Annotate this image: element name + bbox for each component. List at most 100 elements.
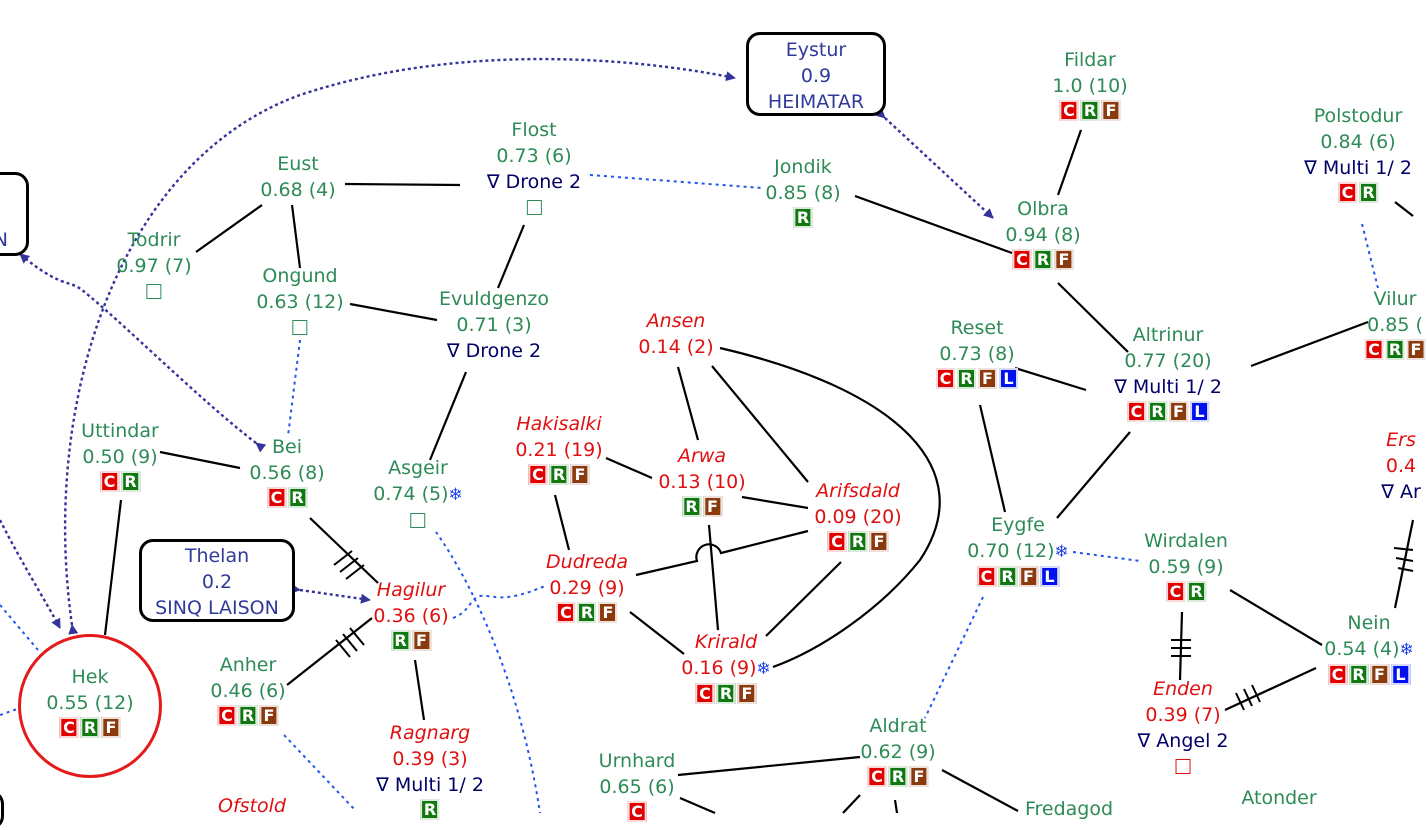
edge-altrinur-vilur <box>1250 320 1369 368</box>
edge-anher-hagilur <box>286 617 373 686</box>
system-stat: 0.16 (9)❄ <box>681 655 771 682</box>
node-ofstold[interactable]: Ofstold <box>218 793 286 819</box>
edge-bei-hagilur <box>309 517 379 584</box>
region-left-offscreen[interactable]: N <box>0 172 29 256</box>
badge-c: C <box>1059 100 1079 121</box>
edge-wirdalen-nein <box>1229 589 1323 646</box>
region-eystur[interactable]: Eystur 0.9 HEIMATAR <box>746 32 886 116</box>
badge-c: C <box>217 705 237 726</box>
system-stat: 0.56 (8) <box>249 460 324 486</box>
edge-hakisalki-arwa <box>605 456 653 480</box>
badge-r: R <box>716 683 736 704</box>
edges-layer <box>0 57 1415 815</box>
system-name: Aldrat <box>869 715 927 737</box>
square-marker-row <box>256 315 343 339</box>
system-security-value: 0.55 (12) <box>46 692 134 714</box>
system-security-value: 0.84 (6) <box>1320 131 1396 153</box>
system-name: Dudreda <box>546 551 628 573</box>
system-stat: 0.29 (9) <box>546 575 628 601</box>
badge-c: C <box>1166 581 1185 602</box>
node-atonder[interactable]: Atonder <box>1241 785 1316 811</box>
system-security-value: 0.85 ( <box>1367 314 1423 336</box>
edge-arwa-arifsdald <box>741 495 809 510</box>
badge-c: C <box>695 683 715 704</box>
badge-f: F <box>702 496 722 517</box>
square-marker-row <box>487 195 581 219</box>
dotted-eygfe-aldrat <box>924 596 984 719</box>
system-name: Nein <box>1347 612 1391 634</box>
system-stat: 0.73 (8) <box>935 341 1019 367</box>
system-security-value: 0.63 (12) <box>256 291 344 313</box>
system-security-value: 0.13 (10) <box>658 471 746 493</box>
edge-olbra-altrinur <box>1057 282 1129 353</box>
system-extra: ∇ Drone 2 <box>486 171 582 193</box>
badge-f: F <box>1168 401 1188 422</box>
system-name: Urnhard <box>598 750 676 772</box>
system-name: Uttindar <box>81 420 159 442</box>
system-security-value: 0.21 (19) <box>515 439 603 461</box>
edge-ongund-evuldgenzo <box>349 302 438 322</box>
square-marker-icon <box>526 200 542 215</box>
system-stat: 0.13 (10) <box>658 469 745 495</box>
badge-l: L <box>1390 664 1410 685</box>
system-stat: 0.71 (3) <box>439 312 549 338</box>
system-name: Reset <box>950 317 1004 339</box>
badge-c: C <box>1126 401 1146 422</box>
region-left-label: N <box>0 229 8 251</box>
system-security-value: 0.73 (6) <box>496 145 572 167</box>
badge-r: R <box>287 487 307 508</box>
edge-polstodur-vilur <box>1394 201 1414 217</box>
region-thelan[interactable]: Thelan 0.2 SINQ LAISON <box>139 539 295 622</box>
system-name: Eygfe <box>991 514 1045 536</box>
badge-f: F <box>1054 249 1074 270</box>
badge-c: C <box>1012 249 1032 270</box>
system-security-value: 0.97 (7) <box>116 255 192 277</box>
node-flost[interactable]: Flost 0.73 (6) ∇ Drone 2 <box>487 117 581 219</box>
dotted-anher-down <box>283 734 356 811</box>
edge-enden-nein <box>1224 667 1317 711</box>
node-fredagod[interactable]: Fredagod <box>1025 796 1113 822</box>
badge-r: R <box>1080 100 1100 121</box>
edge-altrinur-eygfe <box>1056 431 1131 519</box>
badge-r: R <box>1187 581 1206 602</box>
badge-f: F <box>1101 100 1121 121</box>
badge-c: C <box>528 464 548 485</box>
dotted-flost-jondik <box>589 174 763 189</box>
system-name: Flost <box>511 119 557 141</box>
badge-r: R <box>121 471 140 492</box>
